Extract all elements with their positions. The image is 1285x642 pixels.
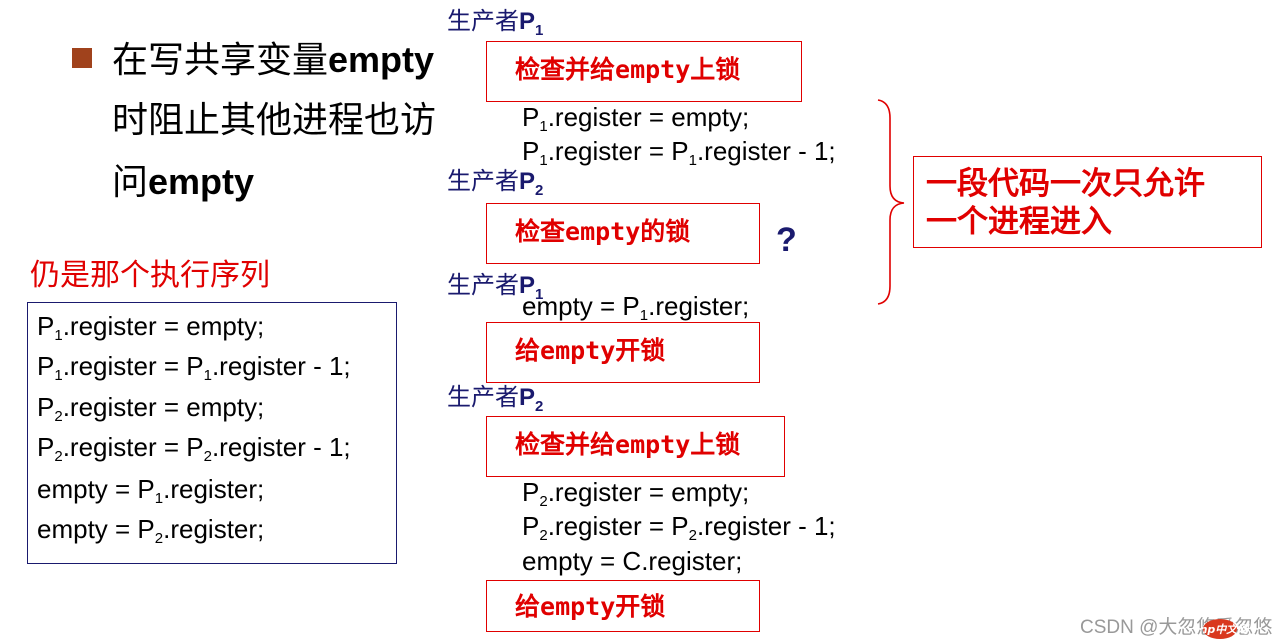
code-line: P2.register = empty; [522,477,750,510]
code-line: P2.register = P2.register - 1; [522,511,836,544]
process-label-p2: 生产者P2 [447,384,544,415]
bullet-line-3: 问empty [112,161,255,202]
note-line-1: 一段代码一次只允许 [926,166,1205,202]
sequence-box [27,302,397,564]
lock-box-text: 检查并给empty上锁 [515,430,741,459]
bullet-line-2: 时阻止其他进程也访 [112,99,437,140]
lock-box-text: 给empty开锁 [515,592,666,621]
sequence-line: P1.register = P1.register - 1; [37,351,351,384]
sequence-line: empty = P2.register; [37,514,265,547]
sequence-line: P1.register = empty; [37,311,265,344]
process-label-p1: 生产者P1 [447,8,544,39]
code-line: P1.register = P1.register - 1; [522,136,836,169]
lock-box-text: 给empty开锁 [515,336,666,365]
lock-box: 检查empty的锁 [486,203,760,264]
note-box: 一段代码一次只允许 一个进程进入 [913,156,1262,248]
sequence-label: 仍是那个执行序列 [30,259,270,292]
lock-box: 检查并给empty上锁 [486,41,802,102]
note-line-2: 一个进程进入 [926,204,1112,240]
bullet-line-1: 在写共享变量empty [112,39,435,80]
sequence-line: P2.register = empty; [37,392,265,425]
lock-box: 给empty开锁 [486,580,760,632]
php-logo-icon: php中文网 [1203,619,1250,639]
process-label-p2: 生产者P2 [447,168,544,199]
bullet-square-icon [72,48,92,68]
process-label-p1: 生产者P1 [447,272,544,303]
lock-box-text: 检查empty的锁 [515,217,691,246]
code-line: P1.register = empty; [522,102,750,135]
lock-box-text: 检查并给empty上锁 [515,55,741,84]
code-line: empty = C.register; [522,546,743,576]
question-mark: ? [776,221,797,259]
sequence-line: P2.register = P2.register - 1; [37,432,351,465]
code-line: empty = P1.register; [522,291,750,324]
curly-brace-icon [877,99,905,305]
lock-box: 检查并给empty上锁 [486,416,785,477]
sequence-line: empty = P1.register; [37,474,265,507]
svg-text:php中文网: php中文网 [1203,623,1250,636]
lock-box: 给empty开锁 [486,322,760,383]
